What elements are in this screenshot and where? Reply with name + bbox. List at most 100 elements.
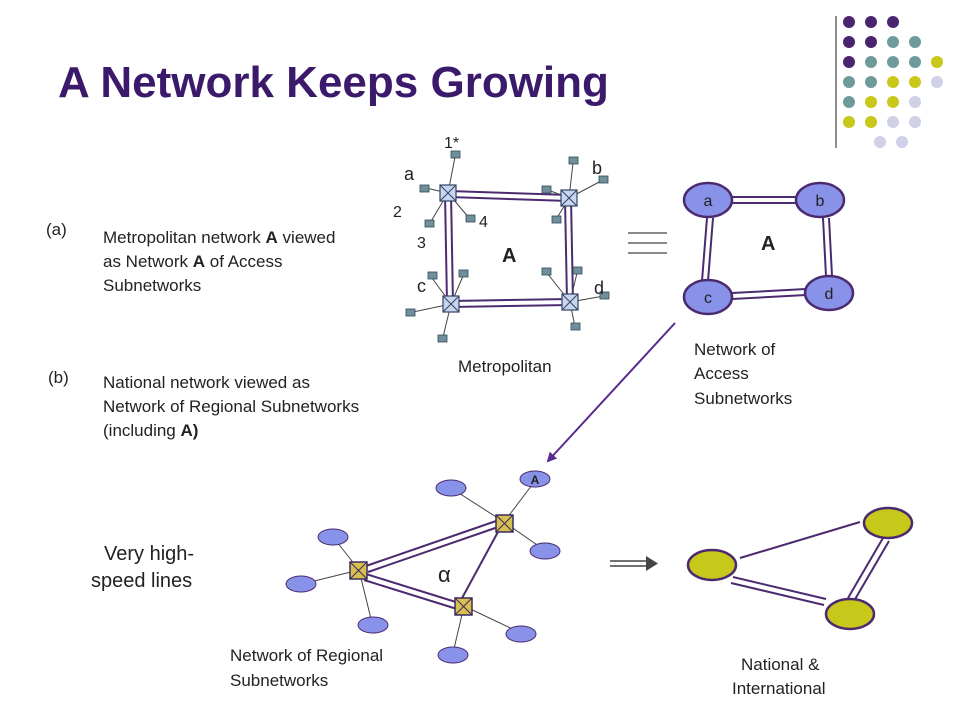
deco-dot (896, 136, 908, 148)
national-network (686, 506, 914, 631)
terminal-icon (568, 156, 579, 165)
regional-node (529, 542, 561, 560)
access-node-d: d (803, 274, 855, 312)
zoom-out-arrow (546, 322, 676, 463)
terminal-icon (405, 308, 416, 317)
deco-dot (887, 116, 899, 128)
switch-icon (439, 184, 457, 202)
access-center-label: A (761, 233, 775, 255)
deco-dot (865, 56, 877, 68)
terminal-icon (427, 271, 438, 280)
access-node-d-label: d (825, 286, 834, 303)
switch-icon (349, 561, 368, 580)
terminal-icon (419, 184, 430, 193)
abstraction-arrow (610, 556, 658, 571)
metro-link (444, 192, 448, 305)
regional-link (363, 579, 458, 610)
deco-dot (887, 56, 899, 68)
slide-title: A Network Keeps Growing (58, 58, 609, 107)
access-link (828, 217, 833, 277)
national-node (686, 548, 738, 582)
deco-dot (865, 96, 877, 108)
metro-link (448, 190, 570, 196)
terminal-icon (541, 267, 552, 276)
part-a-bold-2: A (192, 252, 206, 271)
deco-dot (843, 16, 855, 28)
national-caption-line1: National & (741, 655, 820, 674)
regional-caption-line2: Subnetworks (230, 671, 329, 690)
deco-dot (887, 16, 899, 28)
access-node-a-label: a (704, 193, 713, 210)
deco-dot (865, 76, 877, 88)
deco-dot (865, 36, 877, 48)
metro-link (450, 304, 571, 308)
terminal-icon (450, 150, 461, 159)
national-node (862, 506, 914, 540)
part-b-tag: (b) (48, 368, 69, 387)
part-a-bold-1: A (265, 228, 278, 247)
national-link (847, 537, 884, 599)
national-links (730, 521, 890, 606)
terminal-icon (437, 334, 448, 343)
access-node-a: a (682, 181, 734, 219)
regional-link (460, 529, 500, 601)
metro-label-a: a (404, 164, 415, 184)
regional-node (285, 575, 317, 593)
metro-switches (439, 184, 579, 313)
regional-node (317, 528, 349, 546)
deco-dot (843, 96, 855, 108)
switch-icon (454, 597, 473, 616)
deco-dot (931, 76, 943, 88)
national-caption-line2: International (732, 679, 826, 698)
deco-dot (887, 36, 899, 48)
metro-label-3: 3 (417, 235, 426, 252)
metro-network: 1* a 2 3 4 b c d A (393, 135, 610, 343)
deco-dot (865, 16, 877, 28)
deco-dot (909, 36, 921, 48)
deco-dot (887, 96, 899, 108)
switch-icon (442, 295, 460, 313)
regional-node (437, 646, 469, 664)
terminal-icon (458, 269, 469, 278)
access-node-b: b (794, 181, 846, 219)
deco-dot (931, 56, 943, 68)
terminal-icon (598, 175, 609, 184)
deco-dot (865, 116, 877, 128)
metro-label-4: 4 (479, 214, 488, 231)
metro-terminals (405, 150, 610, 343)
terminal-icon (424, 219, 435, 228)
national-link (739, 521, 861, 559)
national-link (853, 540, 890, 602)
metro-link (450, 192, 454, 305)
regional-caption-line1: Network of Regional (230, 646, 384, 665)
terminal-icon (572, 266, 583, 275)
metro-label-1: 1* (444, 135, 459, 152)
metro-label-c: c (417, 276, 426, 296)
regional-node (357, 616, 389, 634)
terminal-icon (570, 322, 581, 331)
deco-dot (843, 76, 855, 88)
deco-dot (887, 76, 899, 88)
regional-nodes (285, 470, 561, 664)
switch-icon (561, 293, 579, 311)
highspeed-label-line2: speed lines (91, 570, 193, 592)
access-ring (701, 196, 833, 300)
regional-network: A α (285, 470, 561, 664)
deco-dot (909, 116, 921, 128)
deco-dot (874, 136, 886, 148)
part-a-text-2: viewed as Network (103, 228, 336, 271)
deco-dot (843, 36, 855, 48)
access-link (731, 288, 807, 294)
part-b-bold: A) (180, 421, 199, 440)
metro-label-d: d (594, 278, 604, 298)
regional-trunk (363, 519, 502, 610)
terminal-icon (541, 185, 552, 194)
part-a-text-3: of Access Subnetworks (103, 252, 283, 295)
metro-ring (444, 190, 574, 308)
deco-dot (843, 116, 855, 128)
part-b-text: National network viewed as Network of Re… (103, 373, 360, 440)
alpha-label: α (438, 562, 451, 587)
access-network: a b c d A (682, 181, 855, 316)
national-link (732, 576, 827, 600)
metro-label-2: 2 (393, 204, 402, 221)
